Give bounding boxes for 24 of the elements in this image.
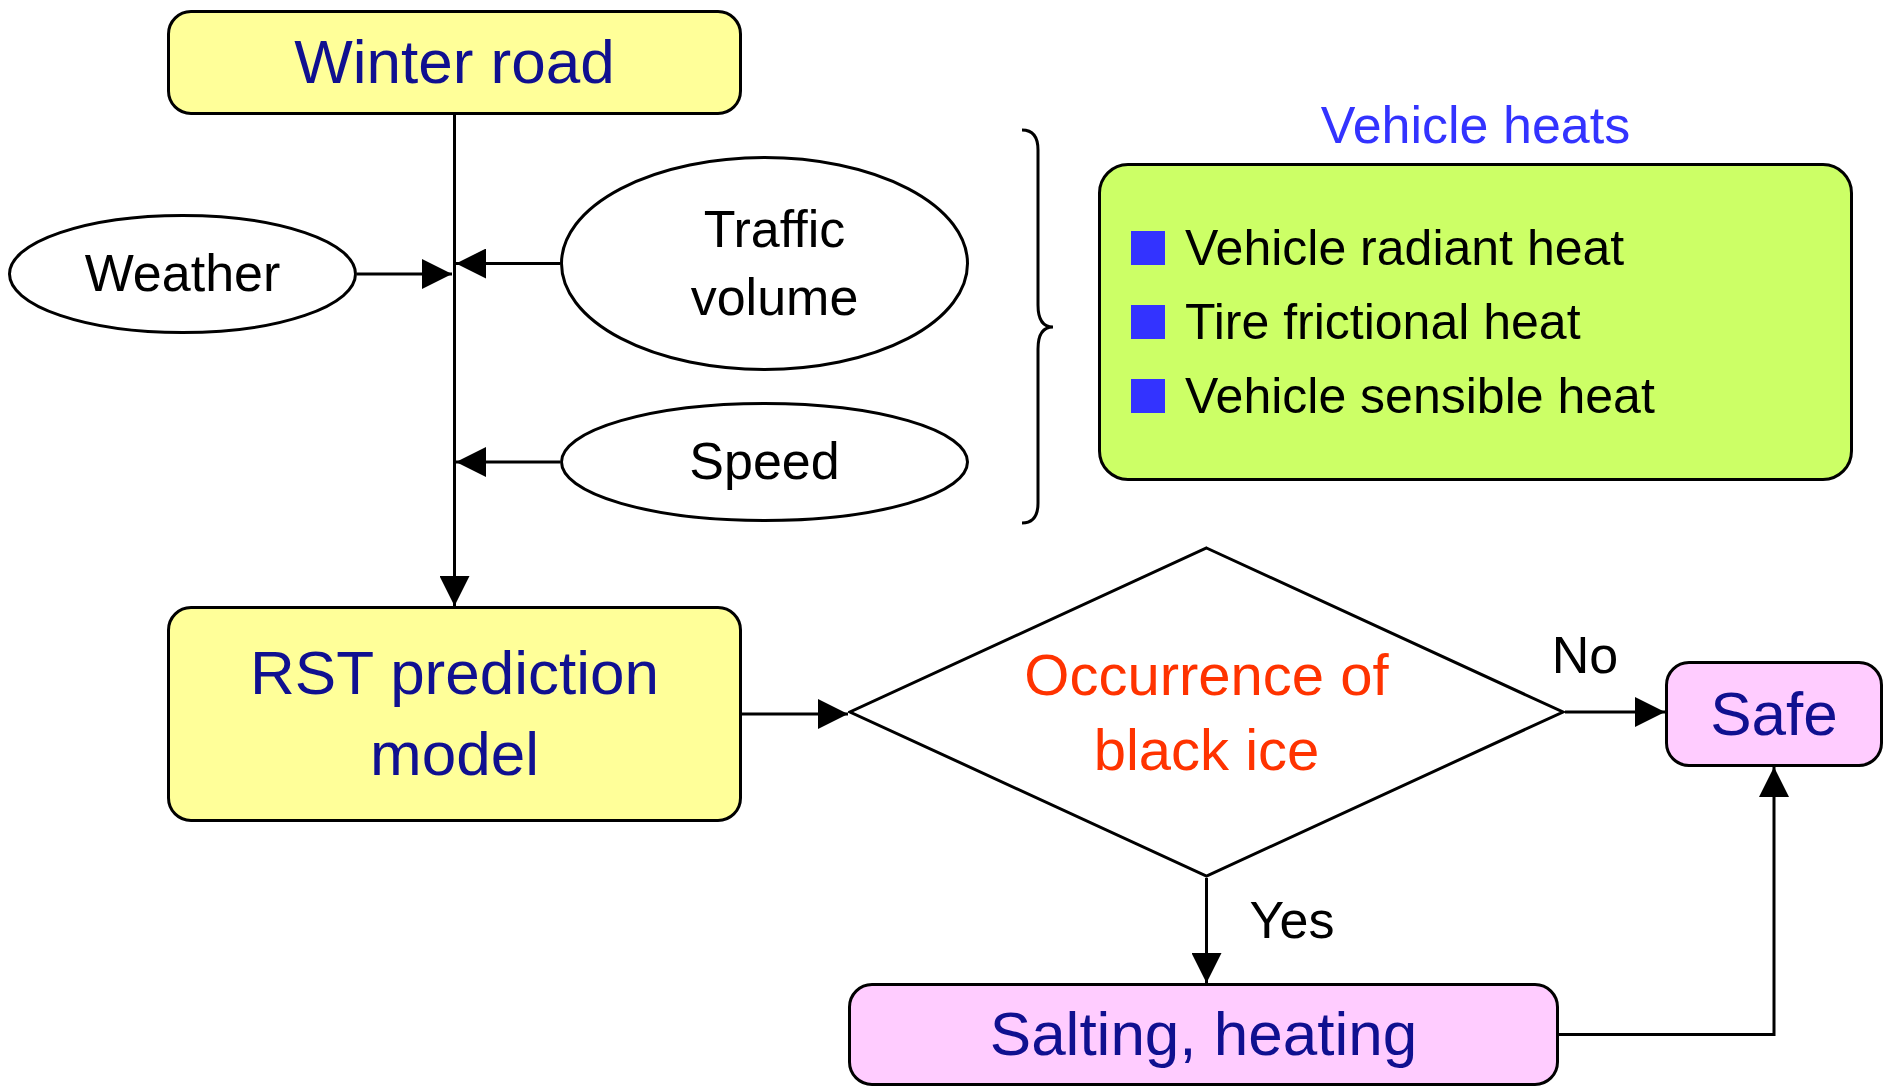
node-label: Safe [1710, 677, 1838, 750]
arrow [439, 115, 470, 606]
arrow [456, 447, 560, 477]
node-label: RST prediction model [249, 637, 660, 790]
arrow [1191, 878, 1222, 983]
node-label: Winter road [294, 26, 615, 99]
node-label: Speed [689, 431, 840, 493]
arrow [456, 248, 560, 279]
list-item: Vehicle sensible heat [1185, 367, 1655, 426]
panel-heading: Vehicle heats [1320, 95, 1631, 156]
process-box [848, 983, 1559, 1086]
process-box [167, 606, 742, 822]
list-item: Vehicle radiant heat [1185, 219, 1625, 278]
node-label: Occurrence of black ice [1023, 640, 1390, 784]
process-box [1665, 661, 1883, 767]
node-label: Traffic volume [689, 198, 860, 328]
list-item: Tire frictional heat [1185, 293, 1581, 352]
node-label: Weather [84, 243, 281, 305]
arrow [1565, 697, 1665, 727]
process-box [167, 10, 742, 115]
node-label: Salting, heating [989, 998, 1418, 1071]
arrow [742, 699, 848, 729]
arrow [357, 259, 452, 289]
arrow [1559, 767, 1789, 1036]
